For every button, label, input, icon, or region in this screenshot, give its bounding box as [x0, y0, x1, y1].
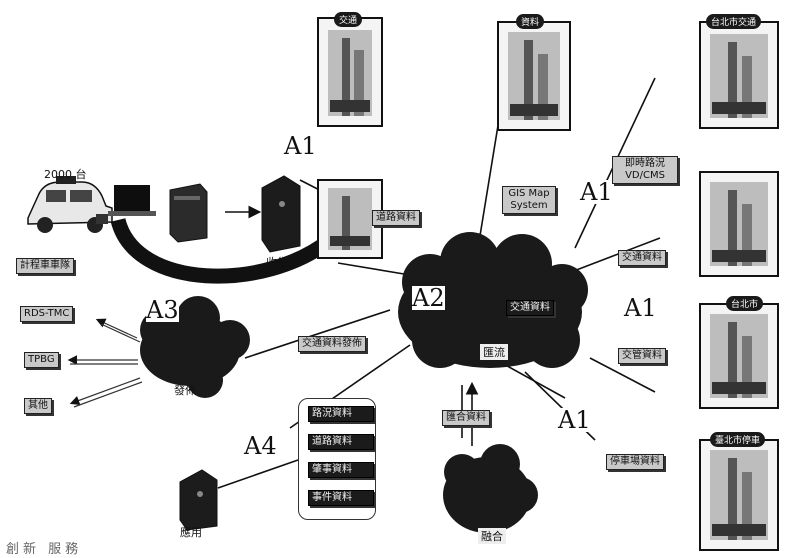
building-icon — [700, 440, 778, 550]
collect-label: 收集 — [266, 254, 288, 270]
building-label: 交通 — [334, 12, 362, 27]
building-label: 台北市交通 — [706, 14, 761, 29]
footer-text: 創新 服務 — [6, 538, 82, 557]
callout-a1: A1 — [624, 296, 657, 320]
callout-a4: A4 — [244, 434, 277, 458]
cloud-label: 匯流 — [480, 344, 508, 360]
vd-cms-tag: 即時路況 VD/CMS — [612, 156, 678, 184]
fusion-cloud — [443, 444, 538, 533]
callout-a1: A1 — [284, 134, 317, 158]
taxi-count-label: 2000 台 — [44, 166, 87, 182]
building-icon — [700, 304, 778, 408]
application-label: 應用 — [180, 524, 202, 540]
collector-computer-icon — [262, 176, 300, 252]
fusion-label: 融合 — [478, 528, 506, 544]
callout-a1: A1 — [580, 180, 613, 204]
a3-data-box: 交通資料發佈 — [298, 336, 366, 352]
distribution-arrows — [70, 320, 142, 407]
building-label: 台北市 — [726, 296, 763, 311]
target-rds-tmc: RDS-TMC — [20, 306, 73, 322]
callout-a3: A3 — [146, 298, 179, 322]
target-tpbg: TPBG — [24, 352, 59, 368]
building-label: 臺北市停車 — [710, 432, 765, 447]
callout-a2: A2 — [412, 286, 445, 310]
distribute-label: 發佈 — [174, 382, 196, 398]
server-icon — [170, 184, 207, 242]
gis-map-system-box: GIS Map System — [502, 186, 556, 214]
building-icon — [318, 18, 382, 126]
building-label: 資料 — [516, 14, 544, 29]
building-icon — [498, 22, 570, 130]
taxi-fleet-label: 計程車車隊 — [16, 258, 74, 274]
traffic-info-tag: 交通資料 — [618, 250, 666, 266]
stack-item: 路況資料 — [308, 406, 374, 422]
stack-item: 道路資料 — [308, 434, 374, 450]
parking-tag: 停車場資料 — [606, 454, 664, 470]
merged-data-gate: 匯合資料 — [442, 410, 490, 426]
building-icon — [700, 22, 778, 128]
taxi-icon — [28, 176, 112, 233]
laptop-icon — [108, 185, 156, 216]
traffic-mgmt-tag: 交管資料 — [618, 348, 666, 364]
stack-item: 事件資料 — [308, 490, 374, 506]
stack-item: 肇事資料 — [308, 462, 374, 478]
road-data-box: 道路資料 — [372, 210, 420, 226]
callout-a1: A1 — [558, 408, 591, 432]
application-computer-icon — [180, 470, 217, 530]
target-other: 其他 — [24, 398, 52, 414]
cloud-data-box: 交通資料 — [506, 300, 554, 316]
building-icon — [700, 172, 778, 276]
